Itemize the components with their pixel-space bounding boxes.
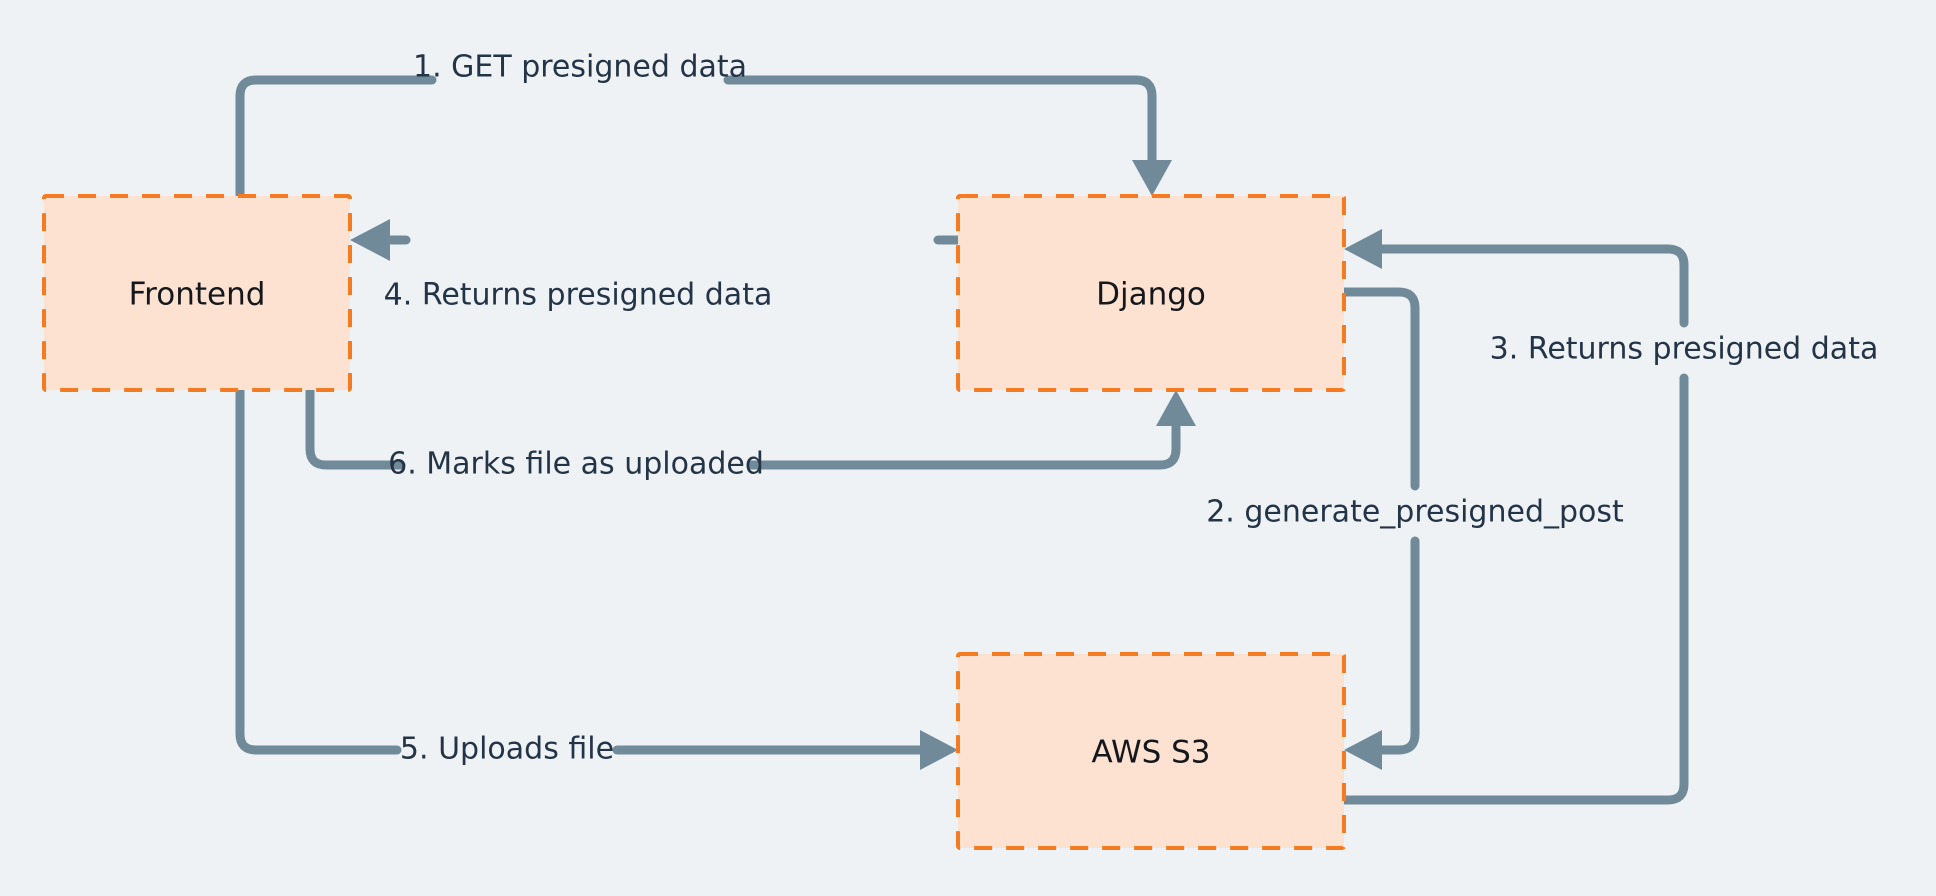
edge-3-segment-upper xyxy=(1377,244,1689,328)
edge-1-label-group: 1. GET presigned data xyxy=(413,50,747,85)
edge-2-segment-bottom xyxy=(1375,536,1420,755)
edge-6-label-group: 6. Marks file as uploaded xyxy=(388,447,764,482)
edge-1-segment-left xyxy=(235,75,437,201)
edge-4-label-group: 4. Returns presigned data xyxy=(384,278,773,313)
node-frontend-box[interactable] xyxy=(42,194,352,392)
edge-5-arrowhead xyxy=(920,730,958,770)
edge-2-arrowhead xyxy=(1344,730,1382,770)
edge-5-label-group: 5. Uploads file xyxy=(400,732,614,767)
edge-4-arrowhead xyxy=(350,219,390,261)
edge-2-label: 2. generate_presigned_post xyxy=(1206,495,1624,530)
edge-2-segment-top xyxy=(1339,287,1420,491)
edge-5-label: 5. Uploads file xyxy=(400,732,614,767)
edge-1-segment-right xyxy=(723,75,1157,173)
node-frontend-label: Frontend xyxy=(129,277,266,313)
edge-2-label-group: 2. generate_presigned_post xyxy=(1206,495,1624,530)
edge-6-label: 6. Marks file as uploaded xyxy=(388,447,764,482)
edge-6-segment-left xyxy=(305,385,406,470)
edge-4-returns-presigned-data xyxy=(350,219,963,261)
edge-6-segment-right xyxy=(746,413,1181,470)
node-aws-s3-box[interactable] xyxy=(956,652,1346,850)
edge-3-returns-presigned-data xyxy=(1339,229,1689,805)
edge-1-label: 1. GET presigned data xyxy=(413,50,747,85)
edge-2-generate-presigned-post xyxy=(1339,287,1420,770)
edge-6-marks-file-as-uploaded xyxy=(305,385,1196,470)
edge-1-arrowhead xyxy=(1132,160,1172,196)
edge-3-label-group: 3. Returns presigned data xyxy=(1490,332,1879,367)
node-frontend[interactable]: Frontend xyxy=(42,194,352,392)
edge-3-segment-lower xyxy=(1339,373,1689,805)
node-aws-s3[interactable]: AWS S3 xyxy=(956,652,1346,850)
edge-3-label: 3. Returns presigned data xyxy=(1490,332,1879,367)
node-django-box[interactable] xyxy=(956,194,1346,392)
node-aws-s3-label: AWS S3 xyxy=(1091,735,1210,771)
edge-1-get-presigned-data xyxy=(235,75,1172,201)
edge-3-arrowhead xyxy=(1344,229,1382,269)
edge-6-arrowhead xyxy=(1156,390,1196,426)
edge-5-segment-left xyxy=(235,385,402,755)
node-django-label: Django xyxy=(1096,277,1206,313)
edge-5-uploads-file xyxy=(235,385,958,770)
node-django[interactable]: Django xyxy=(956,194,1346,392)
edge-4-label: 4. Returns presigned data xyxy=(384,278,773,313)
